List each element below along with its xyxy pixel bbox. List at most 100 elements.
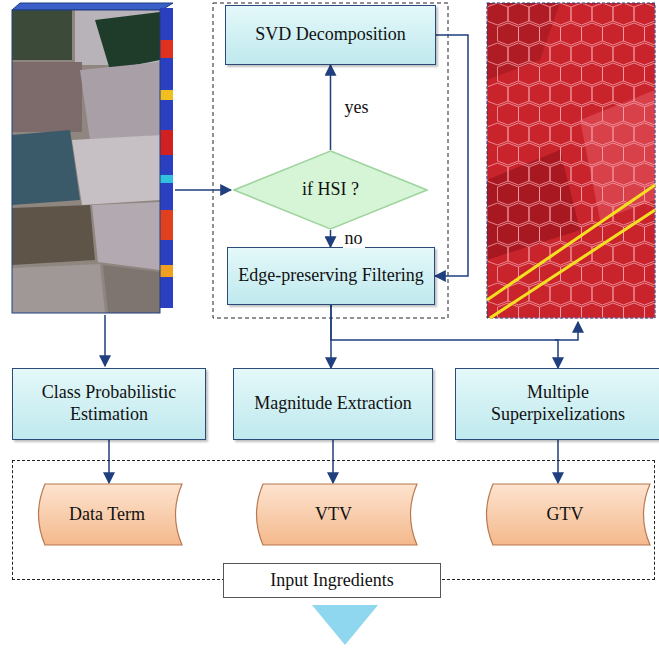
superpixel-cell xyxy=(613,83,634,105)
superpixel-cell xyxy=(624,23,645,45)
superpixel-cell xyxy=(634,43,655,65)
superpixel-cell xyxy=(603,303,624,318)
superpixel-cell xyxy=(624,223,645,245)
superpixel-cell xyxy=(571,43,592,65)
superpixel-cell xyxy=(582,23,603,45)
superpixel-cell xyxy=(634,283,655,305)
superpixel-cell xyxy=(519,223,540,245)
superpixel-cell xyxy=(508,203,529,225)
decision-diamond: if HSI ? xyxy=(233,150,428,230)
superpixel-cell xyxy=(592,83,613,105)
superpixel-cell xyxy=(529,3,550,25)
superpixel-cell xyxy=(634,163,655,185)
connector xyxy=(330,65,332,150)
superpixel-cell xyxy=(550,283,571,305)
superpixel-cell xyxy=(592,123,613,145)
node-text: Class Probabilistic Estimation xyxy=(13,378,205,429)
superpixel-cell xyxy=(571,83,592,105)
superpixel-cell xyxy=(571,123,592,145)
input-arrow xyxy=(104,315,106,366)
data-store: GTV xyxy=(479,483,651,546)
superpixel-cell xyxy=(645,103,656,125)
connector xyxy=(108,440,110,483)
group-heading: Input Ingredients xyxy=(223,563,441,598)
node-text: Edge-preserving Filtering xyxy=(230,261,431,291)
superpixel-cell xyxy=(624,63,645,85)
superpixel-cell xyxy=(571,283,592,305)
superpixel-cell xyxy=(634,83,655,105)
superpixel-cell xyxy=(550,203,571,225)
superpixel-cell xyxy=(645,303,656,318)
superpixel-cell xyxy=(603,143,624,165)
boundary-line xyxy=(487,185,655,300)
superpixel-cell xyxy=(592,3,613,25)
superpixel-cell xyxy=(592,243,613,265)
process-box: Edge-preserving Filtering xyxy=(227,247,435,305)
superpixel-cell xyxy=(634,123,655,145)
superpixel-cell xyxy=(550,3,571,25)
superpixel-cell xyxy=(645,223,656,245)
superpixel-cell xyxy=(624,303,645,318)
superpixel-cell xyxy=(487,43,508,65)
superpixel-cell xyxy=(540,183,561,205)
ingredients-group: Input IngredientsData TermVTVGTV xyxy=(12,460,655,580)
superpixel-cell xyxy=(613,283,634,305)
superpixel-cell xyxy=(645,23,656,45)
superpixel-cell xyxy=(540,303,561,318)
superpixel-cell xyxy=(487,163,508,185)
superpixel-cell xyxy=(519,23,540,45)
superpixel-cell xyxy=(603,23,624,45)
superpixel-cell xyxy=(592,43,613,65)
node-text: Multiple Superpixelizations xyxy=(456,378,659,429)
node-text: VTV xyxy=(307,500,360,530)
connector xyxy=(557,440,559,483)
process-box: Magnitude Extraction xyxy=(233,368,433,440)
superpixel-cell xyxy=(529,163,550,185)
superpixel-cell xyxy=(487,203,508,225)
process-box: Class Probabilistic Estimation xyxy=(12,368,206,440)
superpixel-cell xyxy=(571,3,592,25)
superpixel-cell xyxy=(592,283,613,305)
superpixel-cell xyxy=(487,243,508,265)
superpixel-cell xyxy=(561,23,582,45)
connector xyxy=(330,230,332,247)
superpixel-cell xyxy=(561,103,582,125)
heading-text: Input Ingredients xyxy=(262,566,401,596)
process-box: SVD Decomposition xyxy=(225,5,436,65)
superpixel-cell xyxy=(529,203,550,225)
superpixel-cell xyxy=(519,143,540,165)
superpixel-cell xyxy=(582,303,603,318)
superpixel-cell xyxy=(498,223,519,245)
superpixel-cell xyxy=(519,103,540,125)
node-text: Data Term xyxy=(61,500,153,530)
superpixel-cell xyxy=(603,63,624,85)
superpixel-cell xyxy=(508,3,529,25)
superpixel-cell xyxy=(508,163,529,185)
superpixel-cell xyxy=(634,3,655,25)
superpixel-cell xyxy=(498,143,519,165)
image-arrow xyxy=(555,322,578,340)
superpixel-cell xyxy=(561,303,582,318)
process-box: Multiple Superpixelizations xyxy=(455,368,659,440)
superpixel-cell xyxy=(645,63,656,85)
superpixel-cell xyxy=(550,83,571,105)
edge-label: no xyxy=(343,229,365,249)
group-frame xyxy=(213,3,448,318)
superpixel-cell xyxy=(487,123,508,145)
superpixel-cell xyxy=(550,123,571,145)
superpixel-cell xyxy=(582,183,603,205)
superpixel-cell xyxy=(529,123,550,145)
node-text: GTV xyxy=(539,500,592,530)
data-store: Data Term xyxy=(31,483,183,546)
superpixel-cell xyxy=(613,243,634,265)
boundary-line xyxy=(490,210,655,318)
superpixel-cell xyxy=(508,83,529,105)
superpixel-cell xyxy=(498,63,519,85)
superpixel-cell xyxy=(634,243,655,265)
superpixel-cell xyxy=(603,263,624,285)
superpixel-cell xyxy=(613,163,634,185)
connector xyxy=(332,440,334,483)
superpixel-image xyxy=(487,3,655,318)
superpixel-cell xyxy=(519,303,540,318)
